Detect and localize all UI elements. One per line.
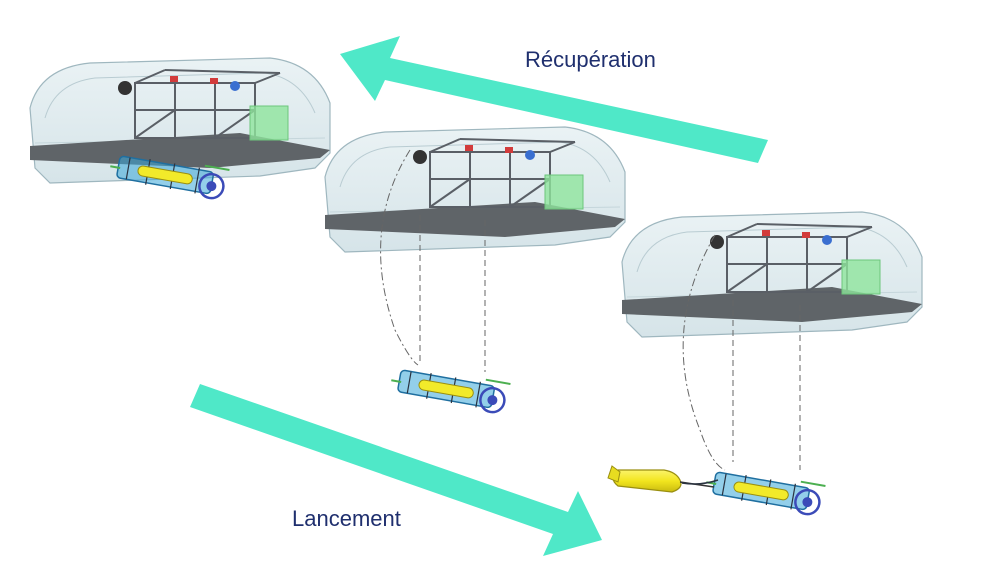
underwater-vehicle [607, 465, 715, 493]
recovery-arrow [340, 36, 768, 163]
cradle-empty [702, 464, 827, 518]
launch-label: Lancement [292, 506, 401, 531]
ship-section-stowed [29, 57, 331, 184]
ship-section-lowering [324, 126, 626, 253]
launch-arrow [190, 384, 602, 556]
lowering-cables [380, 149, 486, 372]
recovery-label: Récupération [525, 47, 656, 72]
tether [681, 479, 719, 485]
ship-section-released [621, 211, 923, 338]
cradle-lowered [387, 362, 512, 416]
release-cables [682, 234, 801, 471]
